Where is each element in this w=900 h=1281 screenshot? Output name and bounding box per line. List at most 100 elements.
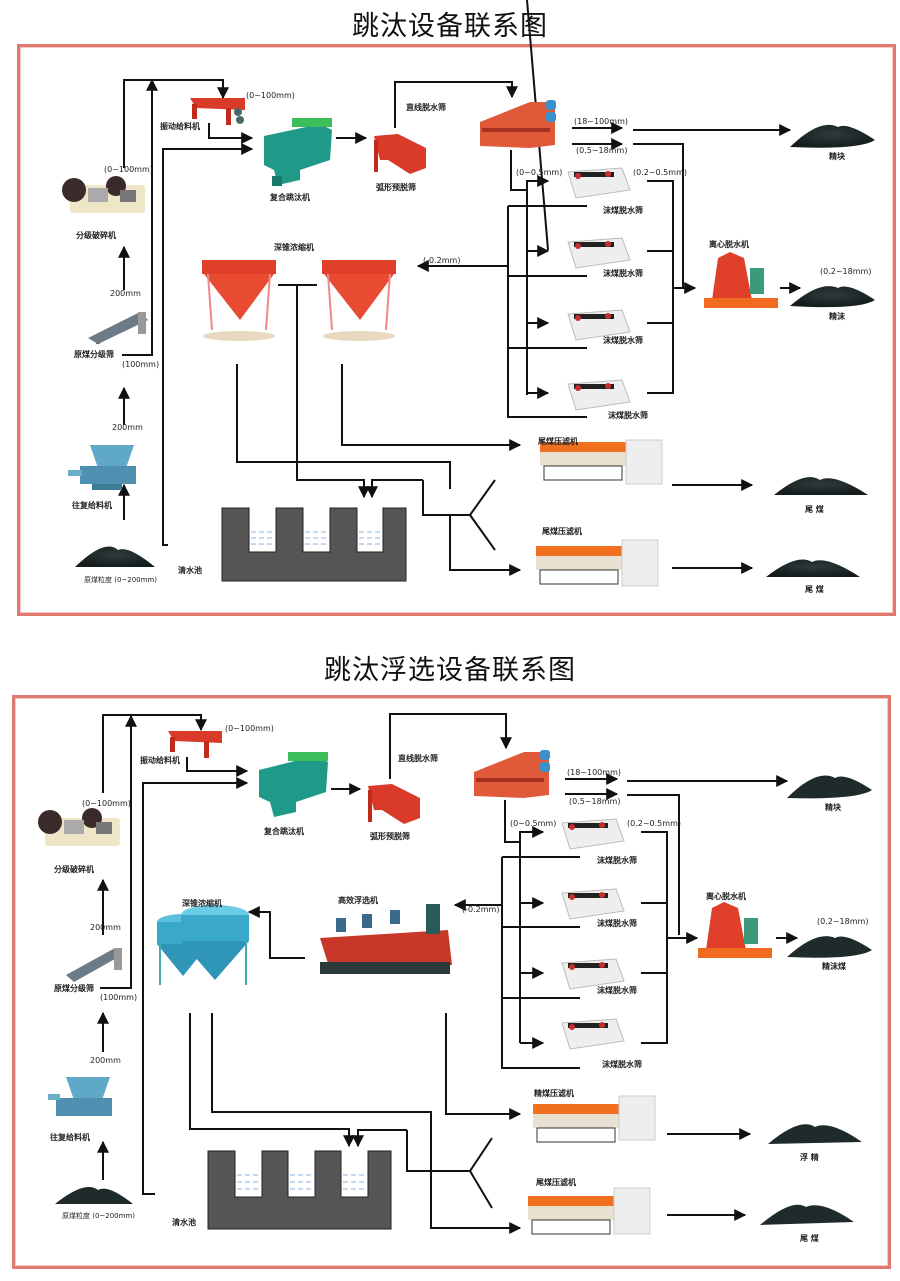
filter-press-1-label: 尾煤压滤机 (537, 436, 578, 446)
clear-water-pool-icon (221, 507, 407, 582)
slime-screen-3-icon (567, 309, 631, 341)
product-tail-2-pile-icon (760, 1204, 854, 1225)
product-tail-2-label: 尾 煤 (804, 584, 824, 594)
product-lump-label: 精块 (825, 802, 842, 812)
raw-coal-screen-icon (66, 948, 122, 982)
flotation-machine-icon (320, 904, 452, 974)
centrifuge-icon (698, 902, 772, 958)
raw-coal-label: 原煤粒度 (0~200mm) (84, 575, 157, 584)
raw-coal-screen-label: 原煤分级筛 (54, 983, 94, 993)
reciprocating-feeder-icon (68, 445, 136, 490)
product-lump-label: 精块 (829, 151, 846, 161)
slime-screen-3-label: 沫煤脱水筛 (603, 335, 643, 345)
product-fine-label: 精沫煤 (822, 961, 846, 971)
crusher-icon (62, 176, 145, 213)
vibrating-feeder-label: 振动给料机 (140, 755, 180, 765)
thickener-2-icon (322, 260, 396, 341)
clear-water-pool-icon (207, 1150, 392, 1230)
size-slime-out: (0.2~0.5mm) (627, 819, 681, 828)
vibrating-feeder-icon (168, 731, 222, 758)
slime-screen-1-label: 沫煤脱水筛 (603, 205, 643, 215)
filter-press-2-icon (536, 539, 659, 587)
slime-screen-3-label: 沫煤脱水筛 (597, 985, 637, 995)
reciprocating-feeder-icon (48, 1077, 112, 1116)
thickener-icon (157, 905, 249, 985)
linear-dewatering-screen-label: 直线脱水筛 (398, 753, 438, 763)
slime-screen-4-label: 沫煤脱水筛 (602, 1059, 642, 1069)
size-crusher-out: (0~100mm) (104, 165, 153, 174)
jig-icon (264, 118, 332, 186)
size-lump: (18~100mm) (574, 117, 628, 126)
size-mid: (0.5~18mm) (569, 797, 620, 806)
size-200mm-b: 200mm (112, 423, 143, 432)
water-ripples (237, 1174, 366, 1190)
diagram-2-frame (12, 695, 891, 1269)
slime-screen-2-icon (567, 237, 631, 269)
product-tail-1-pile-icon (774, 477, 868, 495)
slime-screen-4-icon (567, 379, 631, 411)
raw-coal-pile-icon (75, 546, 155, 567)
product-tail-1-pile-icon (768, 1124, 862, 1144)
slime-screen-2-label: 沫煤脱水筛 (603, 268, 643, 278)
sieve-bend-icon (374, 134, 426, 174)
size-crusher-out: (0~100mm) (82, 799, 131, 808)
product-tail-2-pile-icon (766, 559, 860, 577)
centrifuge-label: 离心脱水机 (709, 239, 749, 249)
product-tail-1-label: 尾 煤 (804, 504, 824, 514)
diagram-2-title: 跳汰浮选设备联系图 (324, 655, 576, 686)
filter-press-2-label: 尾煤压滤机 (541, 526, 582, 536)
thickener-label: 深锥浓缩机 (182, 898, 222, 908)
size-fine-product: (0.2~18mm) (820, 267, 871, 276)
crusher-label: 分级破碎机 (76, 230, 116, 240)
linear-dewatering-screen-icon (480, 100, 556, 148)
crusher-icon (38, 808, 120, 846)
linear-dewatering-screen-label: 直线脱水筛 (406, 102, 446, 112)
slime-screen-1-icon (567, 167, 631, 199)
jig-label: 复合跳汰机 (263, 826, 304, 836)
raw-coal-pile-icon (55, 1187, 133, 1204)
filter-press-1-icon (540, 439, 663, 485)
flotation-machine-label: 高效浮选机 (338, 895, 378, 905)
sieve-bend-label: 弧形预脱筛 (376, 182, 416, 192)
size-200mm-a: 200mm (90, 923, 121, 932)
size-fine-product: (0.2~18mm) (817, 917, 868, 926)
jig-label: 复合跳汰机 (269, 192, 310, 202)
diagram-1-title: 跳汰设备联系图 (352, 11, 548, 42)
slime-screen-2-label: 沫煤脱水筛 (597, 918, 637, 928)
product-lump-pile-icon (787, 775, 872, 799)
size-200mm-b: 200mm (90, 1056, 121, 1065)
filter-press-2-label: 尾煤压滤机 (535, 1177, 576, 1187)
crusher-label: 分级破碎机 (54, 864, 94, 874)
centrifuge-label: 离心脱水机 (706, 891, 746, 901)
diagram-1: 原煤粒度 (0~200mm) 往复给料机 200mm 原煤分级筛 (100mm)… (62, 0, 875, 594)
slime-screen-3-icon (561, 958, 625, 990)
product-fine-pile-icon (787, 936, 872, 958)
reciprocating-feeder-label: 往复给料机 (50, 1132, 90, 1142)
size-fine: (0~0.5mm) (516, 168, 562, 177)
slime-screen-1-label: 沫煤脱水筛 (597, 855, 637, 865)
size-slime-out: (0.2~0.5mm) (633, 168, 687, 177)
raw-coal-screen-label: 原煤分级筛 (74, 349, 114, 359)
filter-press-1-icon (533, 1095, 656, 1143)
clear-water-pool-label: 清水池 (178, 565, 202, 575)
slime-screen-4-icon (561, 1018, 625, 1050)
vibrating-feeder-label: 振动给料机 (160, 121, 200, 131)
filter-press-1-label: 精煤压滤机 (534, 1088, 574, 1098)
clear-water-pool-label: 清水池 (172, 1217, 196, 1227)
water-ripples (251, 531, 381, 545)
size-minus: (-0.2mm) (423, 256, 460, 265)
vibrating-feeder-icon (190, 98, 245, 125)
slime-screen-1-icon (561, 818, 625, 850)
size-100mm: (100mm) (122, 360, 159, 369)
size-100mm: (100mm) (100, 993, 137, 1002)
size-feeder-in: (0~100mm) (225, 724, 274, 733)
size-lump: (18~100mm) (567, 768, 621, 777)
raw-coal-label: 原煤粒度 (0~200mm) (62, 1211, 135, 1220)
thickener-label: 深锥浓缩机 (274, 242, 314, 252)
size-mid: (0.5~18mm) (576, 146, 627, 155)
thickener-1-icon (202, 260, 276, 341)
reciprocating-feeder-label: 往复给料机 (72, 500, 112, 510)
sieve-bend-icon (368, 784, 420, 824)
raw-coal-screen-icon (88, 312, 148, 344)
